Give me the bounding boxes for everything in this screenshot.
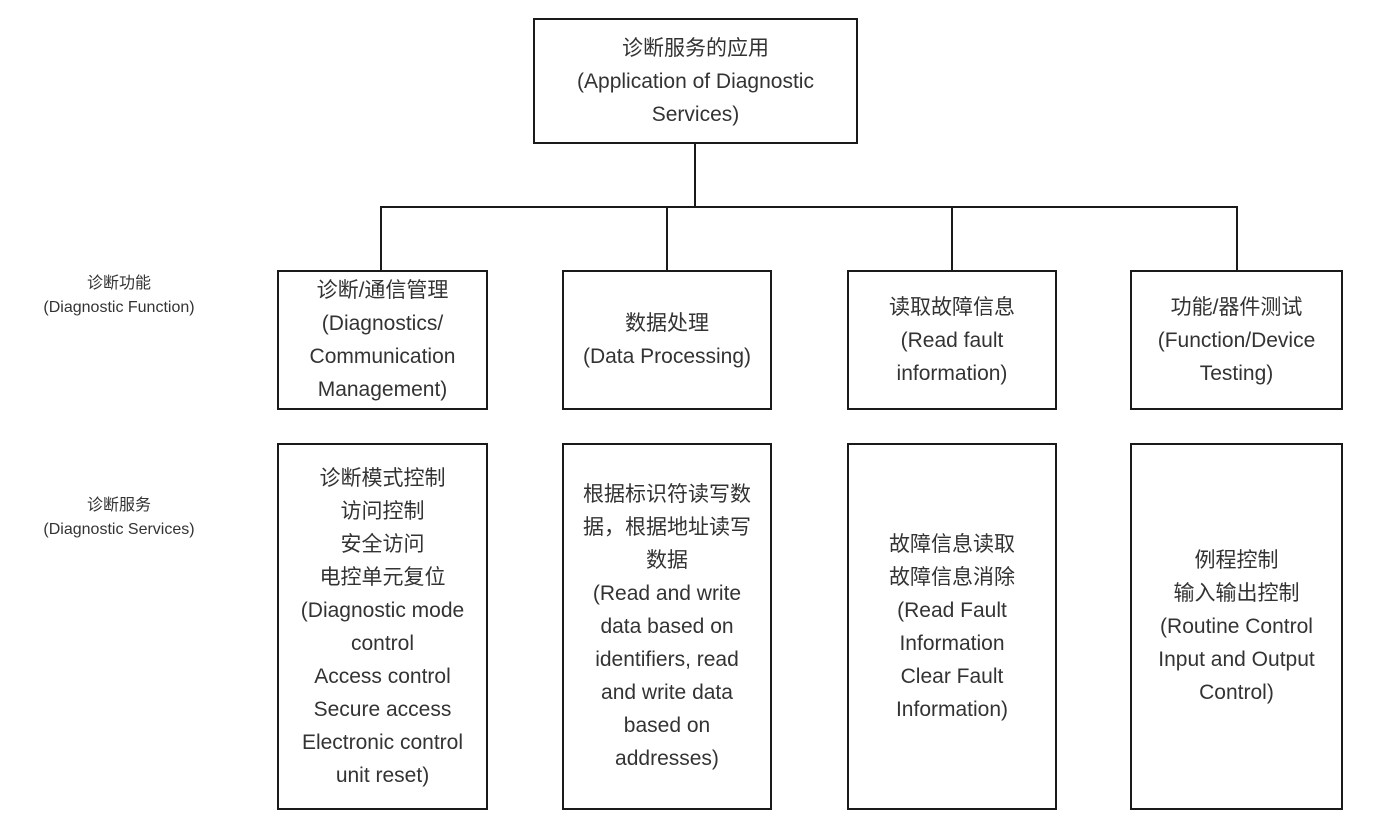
function-node-label: 数据处理 (Data Processing) — [582, 312, 752, 368]
connector-root-drop-line — [694, 144, 696, 208]
root-node-application-of-diagnostic-services: 诊断服务的应用 (Application of Diagnostic Servi… — [533, 18, 858, 144]
service-node-label: 例程控制 输入输出控制 (Routine Control Input and O… — [1158, 549, 1315, 704]
service-node-label: 故障信息读取 故障信息消除 (Read Fault Information Cl… — [889, 532, 1015, 721]
function-node-data-processing: 数据处理 (Data Processing) — [562, 270, 772, 410]
service-node-read-clear-fault-information: 故障信息读取 故障信息消除 (Read Fault Information Cl… — [847, 443, 1057, 810]
function-node-diagnostics-communication-management: 诊断/通信管理 (Diagnostics/ Communication Mana… — [277, 270, 488, 410]
function-node-label: 读取故障信息 (Read fault information) — [889, 295, 1015, 385]
service-node-diagnostic-mode-access-secure-reset: 诊断模式控制 访问控制 安全访问 电控单元复位 (Diagnostic mode… — [277, 443, 488, 810]
connector-horizontal-line — [380, 206, 1238, 208]
connector-stub-function-device-testing — [1236, 206, 1238, 270]
connector-stub-diagnostics-communication — [380, 206, 382, 270]
function-node-label: 功能/器件测试 (Function/Device Testing) — [1157, 295, 1316, 385]
service-node-routine-io-control: 例程控制 输入输出控制 (Routine Control Input and O… — [1130, 443, 1343, 810]
connector-stub-data-processing — [666, 206, 668, 270]
row-label-diagnostic-function: 诊断功能 (Diagnostic Function) — [43, 275, 195, 316]
row-label-diagnostic-services: 诊断服务 (Diagnostic Services) — [43, 497, 195, 538]
function-node-function-device-testing: 功能/器件测试 (Function/Device Testing) — [1130, 270, 1343, 410]
connector-stub-read-fault-information — [951, 206, 953, 270]
service-node-read-write-data: 根据标识符读写数 据，根据地址读写 数据 (Read and write dat… — [562, 443, 772, 810]
root-node-label: 诊断服务的应用 (Application of Diagnostic Servi… — [577, 36, 814, 126]
function-node-read-fault-information: 读取故障信息 (Read fault information) — [847, 270, 1057, 410]
function-node-label: 诊断/通信管理 (Diagnostics/ Communication Mana… — [309, 279, 456, 401]
service-node-label: 根据标识符读写数 据，根据地址读写 数据 (Read and write dat… — [583, 483, 751, 770]
service-node-label: 诊断模式控制 访问控制 安全访问 电控单元复位 (Diagnostic mode… — [300, 466, 465, 787]
